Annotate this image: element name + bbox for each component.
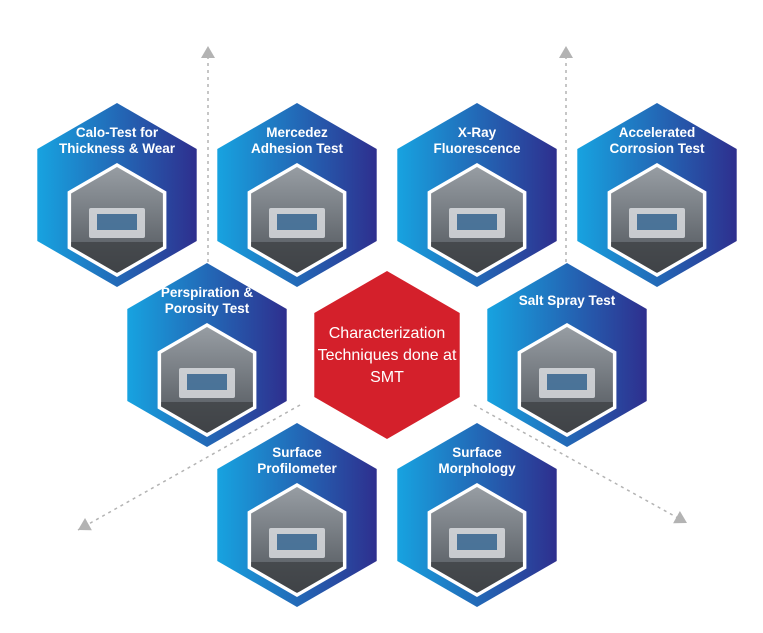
technique-label: Thickness & Wear <box>59 141 176 156</box>
technique-label: Salt Spray Test <box>519 293 616 308</box>
center-hex-shape <box>314 271 460 439</box>
arrowhead-icon <box>559 46 573 58</box>
arrow-down-right <box>473 404 688 524</box>
arrow-layer <box>77 46 688 531</box>
technique-label: X-Ray <box>458 125 497 140</box>
technique-label: Morphology <box>438 461 516 476</box>
center-title-line: Techniques done at <box>318 347 457 364</box>
technique-label: Surface <box>272 445 322 460</box>
arrowhead-icon <box>673 511 687 524</box>
microscope-photo <box>431 487 523 593</box>
hex-salt-spray: Salt Spray Test <box>487 263 647 447</box>
technique-label: Fluorescence <box>433 141 521 156</box>
arrowhead-icon <box>201 46 215 58</box>
hex-perspiration-porosity: Perspiration &Porosity Test <box>127 263 287 447</box>
arrow-up-right <box>559 46 573 290</box>
arrow-up-left <box>201 46 215 290</box>
technique-label: Accelerated <box>619 125 696 140</box>
center-title-line: Characterization <box>329 325 446 342</box>
technique-label: Perspiration & <box>161 285 254 300</box>
technique-label: Porosity Test <box>165 301 250 316</box>
technique-label: Profilometer <box>257 461 337 476</box>
technique-label: Surface <box>452 445 502 460</box>
technique-label: Calo-Test for <box>76 125 159 140</box>
arrowhead-icon <box>78 518 92 531</box>
technique-label: Adhesion Test <box>251 141 344 156</box>
center-title-line: SMT <box>370 369 404 386</box>
calo-test-apparatus-photo <box>71 167 163 273</box>
arrow-down-left <box>77 404 301 531</box>
technique-label: Mercedez <box>266 125 328 140</box>
technique-label: Corrosion Test <box>609 141 705 156</box>
